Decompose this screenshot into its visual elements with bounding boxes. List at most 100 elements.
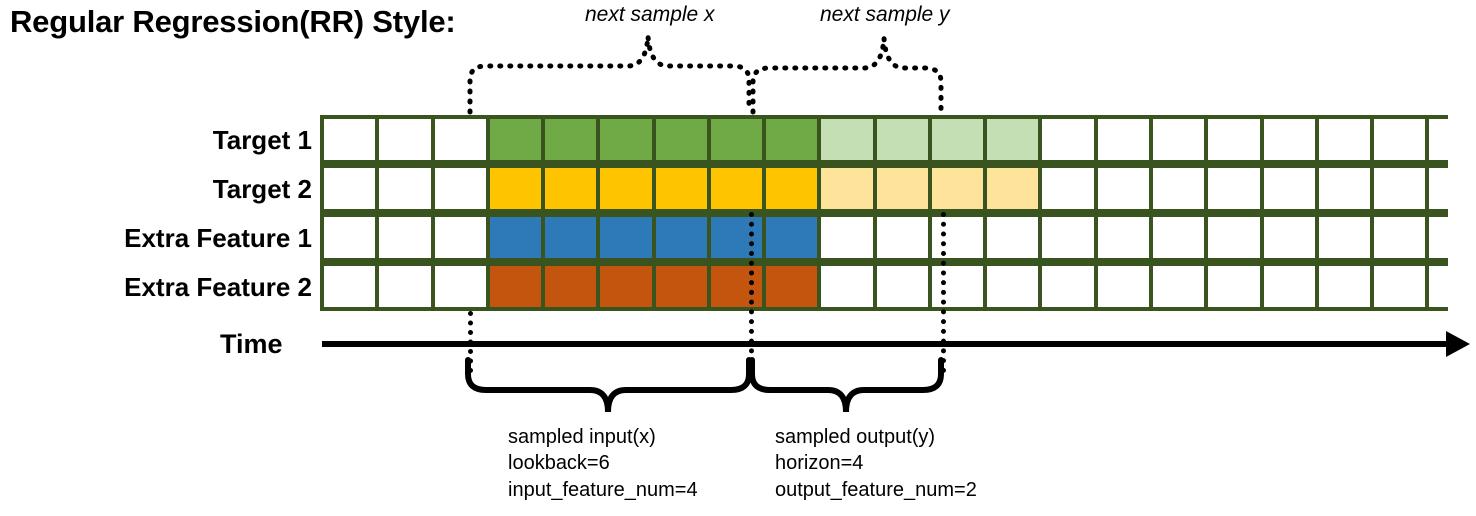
grid-cell-empty xyxy=(379,266,431,307)
grid-cell-empty xyxy=(1374,217,1426,258)
grid-cell-input xyxy=(489,217,542,258)
grid-cell-empty xyxy=(987,217,1039,258)
grid-cell-input xyxy=(545,217,597,258)
grid-cell-empty xyxy=(1263,217,1315,258)
caption-input-line2: lookback=6 xyxy=(508,452,610,475)
grid-cell-input xyxy=(600,168,652,209)
grid-cell-empty xyxy=(1042,266,1094,307)
grid-cell-input xyxy=(766,217,818,258)
grid-cell-output xyxy=(821,168,873,209)
guide-line-input-end xyxy=(749,212,754,373)
grid-cell-input xyxy=(766,119,818,160)
grid-cell-empty xyxy=(1152,119,1205,160)
grid-cell-empty xyxy=(1208,168,1260,209)
grid-row xyxy=(320,213,1476,262)
brace-top-next-sample-x xyxy=(467,35,752,115)
grid-cell-input xyxy=(710,217,763,258)
page-title: Regular Regression(RR) Style: xyxy=(10,4,456,39)
grid-cell-empty xyxy=(1374,119,1426,160)
caption-input-line3: input_feature_num=4 xyxy=(508,478,698,501)
brace-bottom-sampled-input xyxy=(465,357,752,413)
grid-cell-empty xyxy=(434,266,486,307)
grid-cell-input xyxy=(710,168,763,209)
grid-cell-empty xyxy=(821,266,873,307)
grid-cell-empty xyxy=(876,266,928,307)
grid-cell-empty xyxy=(379,119,431,160)
grid-cell-empty xyxy=(1042,217,1094,258)
caption-next-sample-x: next sample x xyxy=(585,3,715,26)
grid-cell-input xyxy=(545,266,597,307)
grid-cell-empty xyxy=(324,119,376,160)
grid-cell-empty xyxy=(1208,119,1260,160)
grid-cell-output xyxy=(876,119,928,160)
grid-cell-empty xyxy=(1097,266,1149,307)
grid-cell-empty xyxy=(324,266,376,307)
grid-cell-empty xyxy=(1152,168,1205,209)
caption-output-line2: horizon=4 xyxy=(775,452,864,475)
grid-cell-empty xyxy=(324,168,376,209)
grid-cell-empty xyxy=(1374,168,1426,209)
grid-cell-input xyxy=(600,119,652,160)
grid-cell-empty xyxy=(324,217,376,258)
grid-cell-empty xyxy=(1429,266,1476,307)
caption-sampled-input: sampled input(x) lookback=6 input_featur… xyxy=(508,424,698,503)
grid-cell-output xyxy=(987,168,1039,209)
timeline-grid xyxy=(320,115,1476,311)
grid-cell-empty xyxy=(876,217,928,258)
brace-bottom-sampled-output xyxy=(749,357,944,413)
grid-cell-output xyxy=(876,168,928,209)
brace-top-next-sample-y xyxy=(750,37,944,115)
grid-row xyxy=(320,262,1476,311)
grid-cell-empty xyxy=(1042,168,1094,209)
caption-output-line3: output_feature_num=2 xyxy=(775,478,977,501)
grid-cell-empty xyxy=(434,119,486,160)
grid-cell-input xyxy=(600,217,652,258)
grid-cell-input xyxy=(710,266,763,307)
grid-cell-output xyxy=(821,119,873,160)
grid-cell-output xyxy=(931,119,984,160)
grid-cell-empty xyxy=(1429,217,1476,258)
time-axis-label: Time xyxy=(220,329,283,359)
grid-cell-input xyxy=(545,168,597,209)
row-label-target-2: Target 2 xyxy=(212,174,312,204)
grid-cell-empty xyxy=(987,266,1039,307)
guide-line-input-start xyxy=(468,311,473,373)
caption-next-sample-y: next sample y xyxy=(820,3,950,26)
grid-cell-empty xyxy=(1263,119,1315,160)
grid-cell-empty xyxy=(1318,266,1371,307)
grid-cell-empty xyxy=(1429,168,1476,209)
grid-cell-empty xyxy=(1429,119,1476,160)
caption-input-line1: sampled input(x) xyxy=(508,426,656,448)
grid-cell-empty xyxy=(1318,119,1371,160)
grid-cell-empty xyxy=(1042,119,1094,160)
grid-cell-empty xyxy=(379,217,431,258)
row-label-column: Target 1 Target 2 Extra Feature 1 Extra … xyxy=(0,0,312,516)
grid-cell-empty xyxy=(1152,266,1205,307)
grid-cell-empty xyxy=(931,217,984,258)
grid-cell-empty xyxy=(1263,168,1315,209)
grid-cell-input xyxy=(766,266,818,307)
grid-cell-empty xyxy=(1097,217,1149,258)
caption-sampled-output: sampled output(y) horizon=4 output_featu… xyxy=(775,424,977,503)
grid-cell-empty xyxy=(434,217,486,258)
grid-cell-empty xyxy=(434,168,486,209)
grid-cell-empty xyxy=(1374,266,1426,307)
time-axis-arrow-icon xyxy=(1446,331,1470,357)
grid-cell-empty xyxy=(1097,168,1149,209)
row-label-target-1: Target 1 xyxy=(212,125,312,155)
grid-cell-empty xyxy=(379,168,431,209)
grid-cell-empty xyxy=(1263,266,1315,307)
grid-cell-empty xyxy=(1318,168,1371,209)
grid-cell-empty xyxy=(1208,217,1260,258)
grid-cell-input xyxy=(489,266,542,307)
row-label-extra-feature-2: Extra Feature 2 xyxy=(124,272,312,302)
caption-output-line1: sampled output(y) xyxy=(775,426,936,448)
grid-cell-input xyxy=(489,168,542,209)
guide-line-output-end xyxy=(941,212,946,373)
grid-cell-empty xyxy=(1318,217,1371,258)
grid-cell-empty xyxy=(1208,266,1260,307)
grid-cell-input xyxy=(489,119,542,160)
grid-cell-input xyxy=(655,168,707,209)
grid-cell-empty xyxy=(1152,217,1205,258)
